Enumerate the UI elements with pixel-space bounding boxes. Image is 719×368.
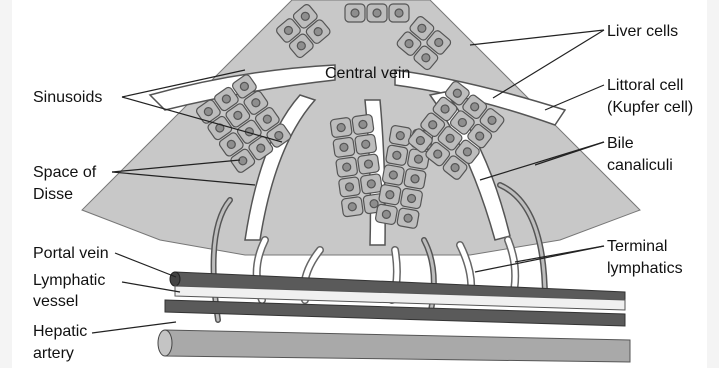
hepatocyte-plate <box>345 4 409 22</box>
space-of-disse-label-line2: Disse <box>33 185 73 205</box>
cell-nucleus <box>373 9 381 17</box>
hepatic-artery-label-line2: artery <box>33 344 74 364</box>
cell-nucleus <box>358 120 367 129</box>
hepatic-artery <box>158 330 630 362</box>
cell-nucleus <box>414 154 423 163</box>
cell-nucleus <box>339 143 348 152</box>
central-vein-label: Central vein <box>325 65 410 83</box>
cell-nucleus <box>342 163 351 172</box>
lymphatic-vessel-label-line2: vessel <box>33 292 78 312</box>
liver-cells-label: Liver cells <box>607 22 678 42</box>
cell-nucleus <box>367 179 376 188</box>
cell-nucleus <box>407 194 416 203</box>
cell-nucleus <box>389 170 398 179</box>
portal-vein-label: Portal vein <box>33 244 109 264</box>
hepatic-artery-label-line1: Hepatic <box>33 322 87 342</box>
terminal-lymphatics-label-line1: Terminal <box>607 237 667 257</box>
cell-nucleus <box>361 140 370 149</box>
lymphatic-vessel-label-line1: Lymphatic <box>33 271 105 291</box>
space-of-disse-label-line1: Space of <box>33 163 96 183</box>
cell-nucleus <box>403 214 412 223</box>
littoral-cell-label-line1: Littoral cell <box>607 76 683 96</box>
cell-nucleus <box>337 123 346 132</box>
cell-nucleus <box>351 9 359 17</box>
littoral-cell-label-line2: (Kupfer cell) <box>607 98 693 118</box>
cell-nucleus <box>396 131 405 140</box>
terminal-lymphatics-label-line2: lymphatics <box>607 259 683 279</box>
cell-nucleus <box>410 174 419 183</box>
cell-nucleus <box>395 9 403 17</box>
cell-nucleus <box>392 151 401 160</box>
bile-canaliculi-label-line2: canaliculi <box>607 156 673 176</box>
bile-canaliculi-label-line1: Bile <box>607 134 634 154</box>
cell-nucleus <box>382 210 391 219</box>
cell-nucleus <box>348 202 357 211</box>
cell-nucleus <box>364 160 373 169</box>
sinusoids-label: Sinusoids <box>33 88 102 108</box>
cell-nucleus <box>385 190 394 199</box>
cell-nucleus <box>345 182 354 191</box>
